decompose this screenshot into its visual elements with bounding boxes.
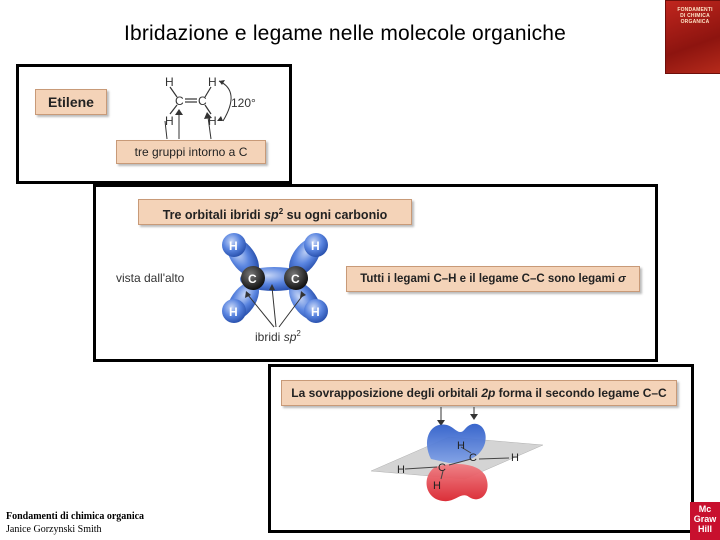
sp2-orbitals-panel: Tre orbitali ibridi sp2 su ogni carbonio… (93, 184, 658, 362)
three-groups-callout: tre gruppi intorno a C (116, 140, 266, 164)
atom-h: H (229, 239, 238, 253)
atom-h: H (165, 75, 174, 89)
book-cover-title: FONDAMENTI DI CHIMICA ORGANICA (674, 7, 716, 25)
atom-c: C (248, 272, 257, 286)
atom-c: C (469, 452, 477, 464)
atom-h: H (397, 464, 405, 476)
sp2-hybrid-label: ibridi sp2 (255, 329, 301, 344)
pi-bond-panel: La sovrapposizione degli orbitali 2p for… (268, 364, 694, 533)
atom-h: H (511, 452, 519, 464)
atom-h: H (457, 440, 465, 452)
sigma-bonds-label: Tutti i legami C–H e il legame C–C sono … (346, 266, 640, 292)
footer-book-title: Fondamenti di chimica organica (6, 510, 144, 523)
atom-h: H (229, 305, 238, 319)
publisher-logo: Mc Graw Hill (690, 502, 720, 540)
ethylene-structure-panel: Etilene H C C H H H 120° tre gruppi into… (16, 64, 292, 184)
atom-c: C (291, 272, 300, 286)
atom-c: C (175, 94, 184, 108)
book-cover-image: FONDAMENTI DI CHIMICA ORGANICA (665, 0, 720, 74)
slide-title: Ibridazione e legame nelle molecole orga… (0, 22, 690, 46)
atom-h: H (311, 305, 320, 319)
footer-author: Janice Gorzynski Smith (6, 523, 144, 536)
angle-label: 120° (231, 96, 256, 110)
pi-overlap-diagram: H C H H C H (271, 367, 691, 530)
atom-c: C (198, 94, 207, 108)
atom-h: H (433, 480, 441, 492)
atom-h: H (208, 75, 217, 89)
atom-h: H (165, 114, 174, 128)
footer-credit: Fondamenti di chimica organica Janice Go… (6, 510, 144, 536)
atom-h: H (311, 239, 320, 253)
atom-c: C (438, 462, 446, 474)
